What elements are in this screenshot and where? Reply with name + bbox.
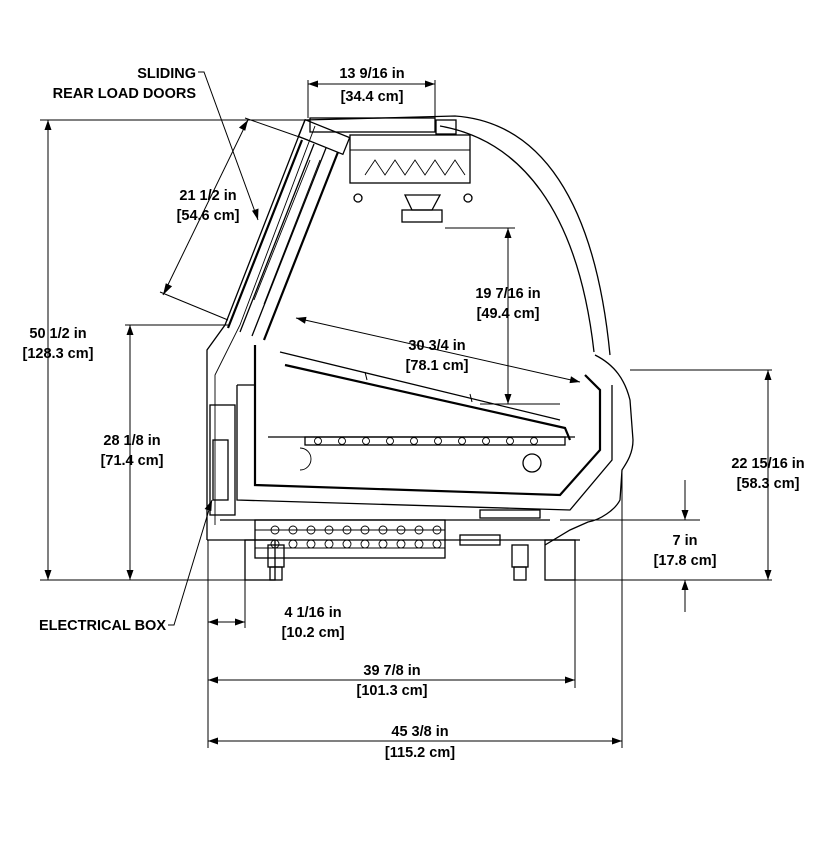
rear-wall-inner [214, 125, 316, 525]
canopy-light-fixture [309, 117, 473, 223]
base-width-imperial: 39 7/8 in [363, 663, 420, 679]
electrical-offset-imperial: 4 1/16 in [284, 605, 341, 621]
sliding-rear-load-doors [226, 118, 351, 341]
curved-front-glass-outer [304, 115, 611, 356]
top-width-metric: [34.4 cm] [341, 89, 404, 105]
toe-kick-metric: [17.8 cm] [654, 553, 717, 569]
display-deck [209, 345, 613, 516]
rear-wall-outer [206, 119, 306, 540]
glass-diagonal-metric: [54.6 cm] [177, 208, 240, 224]
toe-kick-imperial: 7 in [673, 533, 698, 549]
overall-width-metric: [115.2 cm] [385, 745, 455, 761]
rear-height-imperial: 28 1/8 in [103, 433, 160, 449]
refrigeration-coil [254, 509, 541, 559]
display-case-outline [206, 115, 634, 546]
overall-height-imperial: 50 1/2 in [29, 326, 86, 342]
leader-lines [168, 71, 259, 626]
callout-labels: SLIDING REAR LOAD DOORS ELECTRICAL BOX [39, 66, 196, 634]
dimension-labels: 13 9/16 in [34.4 cm] 21 1/2 in [54.6 cm]… [23, 66, 805, 761]
overall-width-imperial: 45 3/8 in [391, 724, 448, 740]
leveling-legs [244, 539, 576, 581]
overall-height-metric: [128.3 cm] [23, 346, 94, 362]
display-height-metric: [49.4 cm] [477, 306, 540, 322]
glass-diagonal-imperial: 21 1/2 in [179, 188, 236, 204]
dimension-lines [40, 80, 772, 748]
front-height-imperial: 22 15/16 in [731, 456, 804, 472]
sliding-doors-label-line1: SLIDING [137, 66, 196, 82]
rear-height-metric: [71.4 cm] [101, 453, 164, 469]
front-height-metric: [58.3 cm] [737, 476, 800, 492]
front-body-outline [544, 354, 634, 546]
electrical-box-label: ELECTRICAL BOX [39, 618, 166, 634]
deck-depth-imperial: 30 3/4 in [408, 338, 465, 354]
display-height-imperial: 19 7/16 in [475, 286, 540, 302]
sliding-doors-label-line2: REAR LOAD DOORS [53, 86, 197, 102]
top-width-imperial: 13 9/16 in [339, 66, 404, 82]
electrical-offset-metric: [10.2 cm] [282, 625, 345, 641]
deck-depth-metric: [78.1 cm] [406, 358, 469, 374]
base-width-metric: [101.3 cm] [357, 683, 428, 699]
